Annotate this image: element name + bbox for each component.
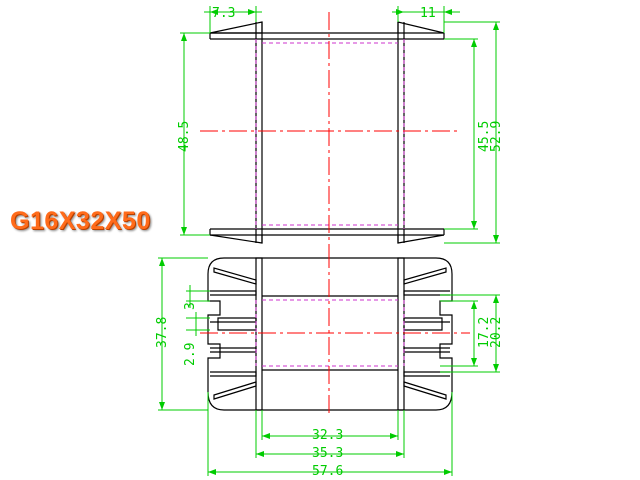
dim-outer-width: 20.2 <box>489 317 504 348</box>
dim-slot-gap: 2.9 <box>183 343 198 366</box>
plan-view <box>207 257 453 411</box>
dim-flange-right: 11 <box>420 6 436 21</box>
dim-length-total: 57.6 <box>312 464 343 479</box>
dim-slot: 3 <box>183 302 198 310</box>
dim-length-inner: 32.3 <box>312 428 343 443</box>
side-view-hidden-lines <box>255 39 405 229</box>
dim-inner-width: 17.2 <box>477 317 492 348</box>
part-number-label: G16X32X50 <box>10 207 151 235</box>
side-view <box>209 21 445 244</box>
dim-flange-left: 7.3 <box>212 6 235 21</box>
plan-view-centerlines <box>200 250 470 415</box>
dim-body-height: 48.5 <box>177 121 192 152</box>
dim-length-mid: 35.3 <box>312 446 343 461</box>
dim-width: 37.8 <box>155 317 170 348</box>
dim-total-height: 52.9 <box>489 121 504 152</box>
dimension-arrows <box>159 9 499 475</box>
plan-view-hidden-lines <box>255 299 405 367</box>
dim-window-height: 45.5 <box>477 121 492 152</box>
side-view-centerlines <box>200 12 460 250</box>
